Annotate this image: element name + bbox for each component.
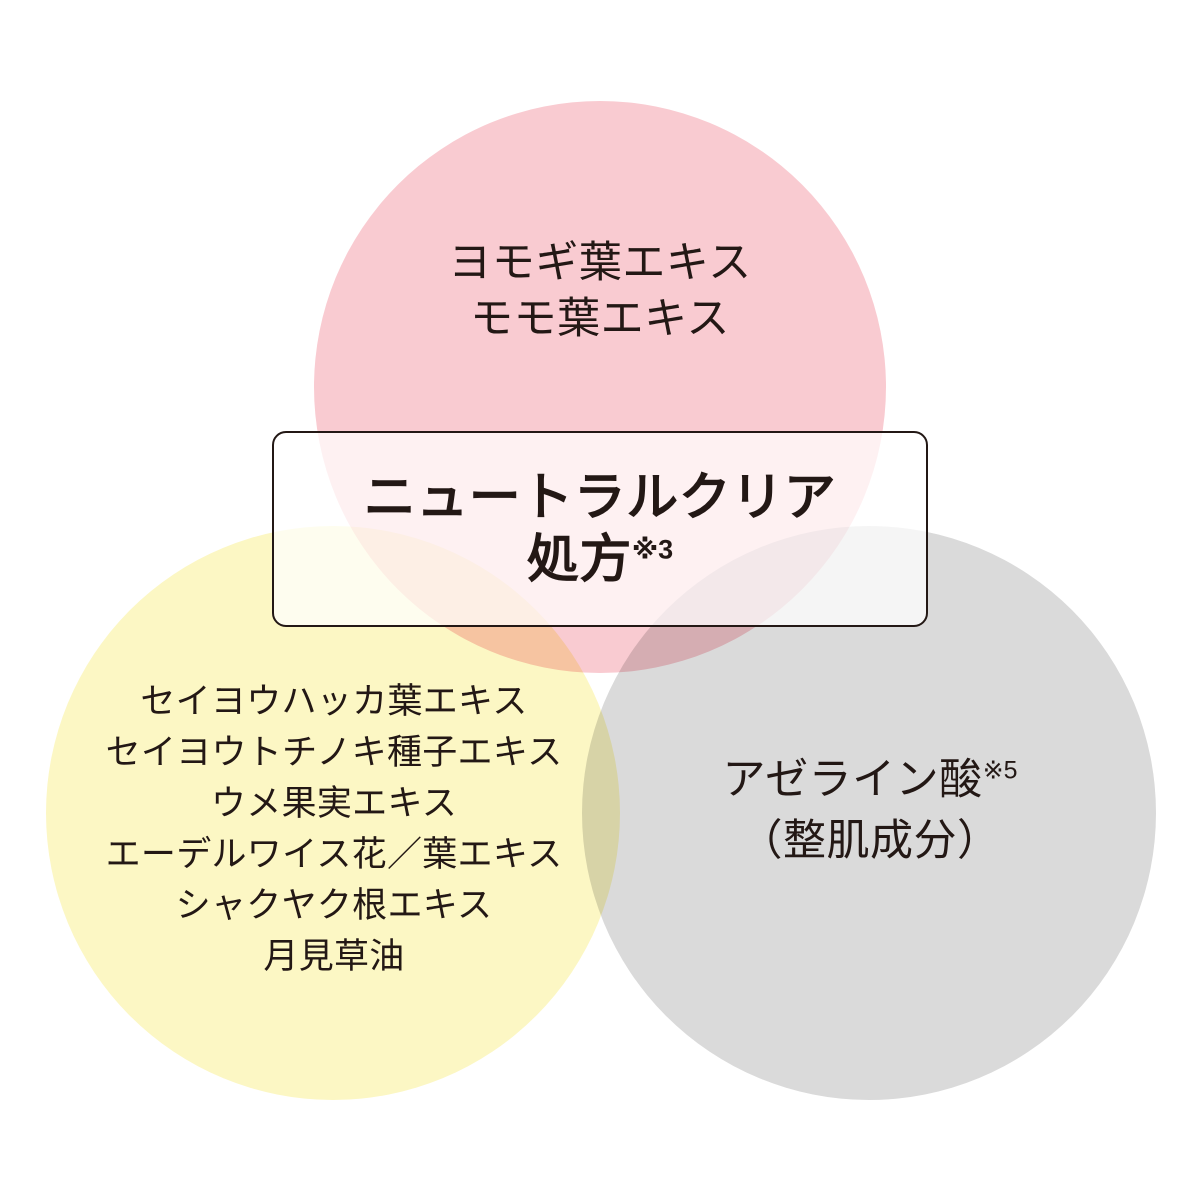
center-callout-text: ニュートラルクリア 処方※3: [364, 467, 837, 592]
center-callout-line-2: 処方※3: [364, 529, 837, 591]
center-callout-superscript: ※3: [631, 534, 674, 565]
center-callout-line-2-text: 処方: [526, 531, 632, 589]
center-callout-box: ニュートラルクリア 処方※3: [272, 431, 928, 627]
center-callout-line-1: ニュートラルクリア: [363, 468, 837, 527]
